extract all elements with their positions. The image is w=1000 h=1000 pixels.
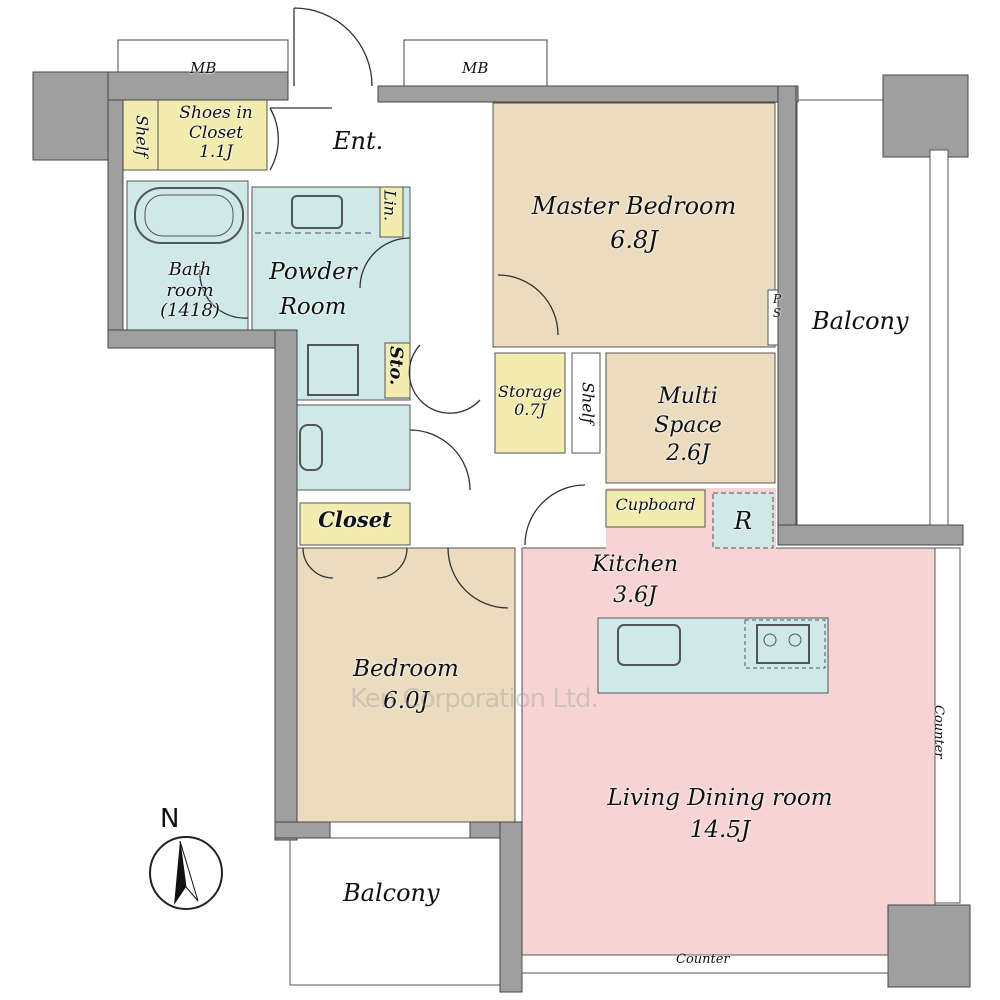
master-bedroom-size: 6.8J — [610, 225, 658, 254]
powder-room-line2: Room — [279, 293, 347, 320]
bathroom-label: Bath room (1418) — [150, 259, 230, 322]
fridge-fill — [712, 492, 774, 549]
living-dining-label: Living Dining room 14.5J — [580, 782, 860, 846]
storage-size: 0.7J — [514, 400, 546, 420]
entrance-label: Ent. — [333, 127, 384, 155]
counter-south-label: Counter — [676, 952, 730, 967]
closet-label: Closet — [318, 507, 392, 532]
kitchen-label: Kitchen 3.6J — [580, 550, 690, 612]
balcony-east-label: Balcony — [812, 307, 909, 335]
multi-space-fill — [605, 352, 776, 484]
shoes-closet-fill — [122, 99, 268, 171]
ldk-fill — [521, 547, 936, 956]
bathtub — [134, 187, 244, 244]
living-dining-size: 14.5J — [689, 817, 751, 844]
toilet — [299, 424, 323, 471]
bedroom-label: Bedroom 6.0J — [297, 653, 515, 717]
ps-line1: P — [772, 292, 782, 306]
master-bedroom-name: Master Bedroom — [531, 192, 737, 220]
multi-space-line1: Multi — [658, 384, 718, 409]
shoes-closet-label: Shoes in Closet 1.1J — [166, 103, 266, 163]
mb-right-label: MB — [462, 59, 489, 77]
ps-label: P S — [768, 292, 786, 321]
bedroom-name: Bedroom — [353, 656, 459, 682]
bedroom-size: 6.0J — [383, 688, 429, 715]
sto-label: Sto. — [385, 346, 407, 386]
shoes-closet-size: 1.1J — [199, 142, 233, 163]
bedroom-fill — [296, 547, 516, 823]
watermark: Ken Corporation Ltd. — [350, 684, 599, 714]
shelf-fill — [571, 352, 601, 454]
closet-fill — [299, 502, 411, 546]
cooktop — [744, 619, 826, 669]
bathroom-line1: Bath — [168, 259, 212, 280]
cupboard-fill — [605, 489, 706, 528]
refrigerator-label: R — [733, 507, 753, 535]
storage-fill — [494, 352, 566, 454]
north-arrow-icon — [149, 836, 223, 910]
shoes-closet-line2: Closet — [188, 122, 244, 143]
mb-left-label: MB — [190, 59, 217, 77]
kitchen-island — [597, 617, 829, 694]
storage-label: Storage 0.7J — [495, 382, 565, 420]
bathroom-fill — [126, 180, 249, 331]
powder-room-line1: Powder — [269, 259, 357, 285]
shelf-entrance-label: Shelf — [132, 115, 152, 157]
multi-space-size: 2.6J — [666, 441, 710, 467]
toilet-fill — [295, 404, 411, 491]
master-bedroom-fill — [492, 102, 776, 348]
balcony-south-area — [289, 837, 501, 986]
multi-space-line2: Space — [654, 412, 722, 438]
ps-line2: S — [772, 305, 782, 320]
kitchen-size: 3.6J — [613, 582, 657, 608]
bathroom-size: (1418) — [160, 300, 220, 322]
cupboard-label: Cupboard — [615, 495, 696, 514]
storage-name: Storage — [498, 382, 562, 401]
kitchen-sink — [617, 624, 681, 666]
compass-north-label: N — [160, 804, 180, 834]
linen-label: Lin. — [380, 190, 400, 222]
powder-room-label: Powder Room — [258, 255, 368, 324]
master-bedroom-label: Master Bedroom 6.8J — [493, 190, 775, 257]
compass: N — [148, 804, 224, 911]
shelf-hall-label: Shelf — [578, 382, 598, 424]
balcony-east-area — [796, 99, 948, 526]
sto-fill — [384, 342, 411, 399]
counter-east-label: Counter — [930, 705, 946, 759]
kitchen-name: Kitchen — [592, 552, 678, 577]
washing-machine — [307, 344, 359, 396]
sink — [291, 195, 343, 229]
multi-space-label: Multi Space 2.6J — [606, 383, 770, 469]
bathroom-line2: room — [166, 279, 214, 301]
living-dining-name: Living Dining room — [607, 785, 833, 811]
linen-fill — [379, 186, 404, 238]
balcony-south-label: Balcony — [343, 879, 440, 907]
entrance-door — [293, 7, 373, 87]
shoes-closet-line1: Shoes in — [179, 103, 253, 123]
